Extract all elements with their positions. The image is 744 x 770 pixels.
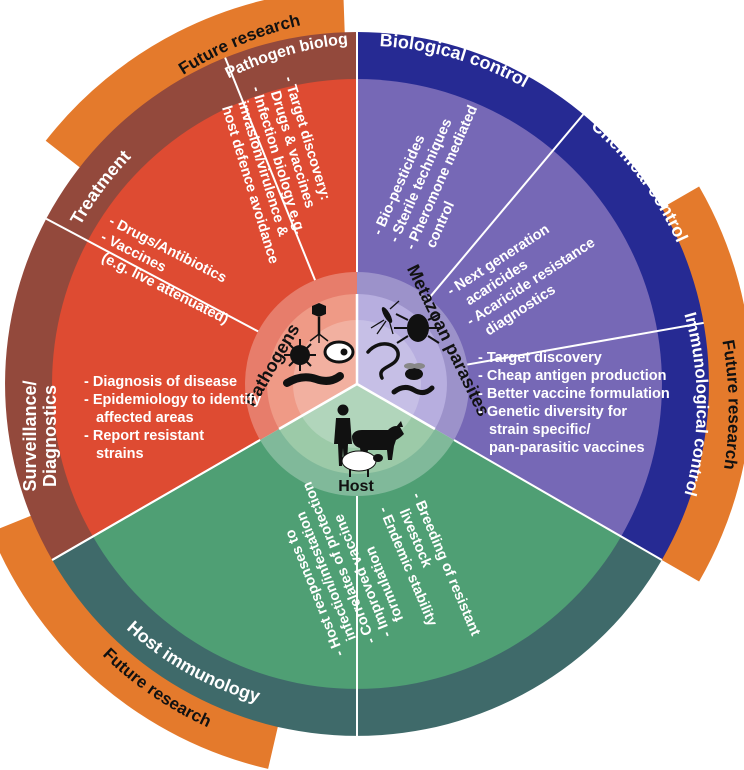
ring-label-surveillance-1: Surveillance/	[20, 380, 40, 491]
center-third-pathogens	[267, 294, 357, 429]
bacterium-icon	[283, 372, 344, 387]
sector-divider	[453, 439, 663, 561]
bullet-line: - Epidemiology to identify	[84, 392, 261, 408]
ring-segment-host	[52, 534, 662, 736]
bullets-surveillance: - Diagnosis of disease - Epidemiology to…	[84, 374, 261, 462]
sector-divider	[224, 57, 316, 281]
bullet-line: - Target discovery	[478, 350, 602, 366]
mosquito-icon	[370, 300, 400, 335]
parasitic-worm-icon	[391, 384, 435, 396]
worm-icon	[366, 342, 400, 380]
bullet-line: - Report resistant	[84, 428, 204, 444]
bacteriophage-icon	[309, 303, 329, 343]
outer-ring	[5, 32, 709, 736]
virus-icon	[284, 339, 316, 371]
bullet-line: pan-parasitic vaccines	[489, 440, 645, 456]
fly-icon	[404, 363, 425, 380]
bullet-line: affected areas	[96, 410, 194, 426]
sector-divider	[428, 113, 585, 299]
ring-label-surveillance-2: Diagnostics	[40, 385, 60, 487]
parasite-icons	[366, 300, 442, 396]
sector-divider	[467, 321, 704, 366]
dividers	[45, 0, 704, 736]
center-third-host	[279, 384, 435, 474]
center-divider	[278, 382, 358, 431]
tick-icon	[394, 313, 442, 344]
bullet-line: - Better vaccine formulation	[478, 386, 670, 402]
protozoan-cell-icon	[323, 340, 355, 364]
host-icons	[334, 404, 404, 477]
bullet-line: - Genetic diversity for	[478, 404, 627, 420]
bullet-line: strains	[96, 446, 144, 462]
ring-segment-pathogens	[5, 32, 357, 560]
ring-segment-parasites	[357, 32, 709, 560]
bullet-line: - Diagnosis of disease	[84, 374, 237, 390]
center-divider	[356, 382, 436, 431]
pathogen-icons	[283, 303, 355, 387]
sector-divider	[51, 439, 261, 561]
bullet-line: - Cheap antigen production	[478, 368, 667, 384]
sector-divider	[45, 217, 259, 333]
bullets-immunological-control: - Target discovery - Cheap antigen produ…	[478, 350, 670, 456]
center-label-host: Host	[338, 478, 374, 495]
sheep-icon	[341, 450, 383, 477]
bullet-line: strain specific/	[489, 422, 591, 438]
